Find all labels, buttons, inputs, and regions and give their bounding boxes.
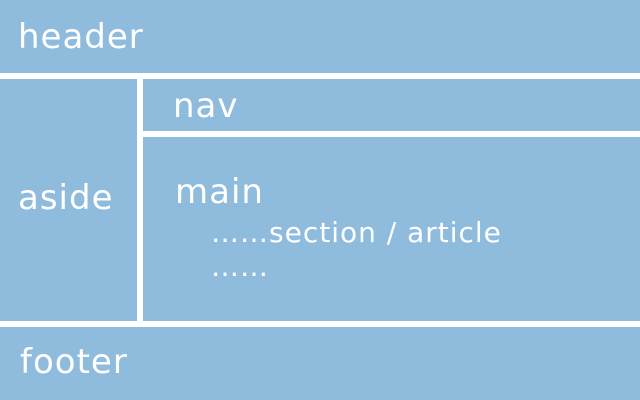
aside-label: aside [18,178,114,218]
footer-region: footer [0,327,640,400]
header-region: header [0,0,640,73]
footer-label: footer [20,342,128,382]
header-label: header [18,17,144,57]
main-sub-line-ellipsis: …… [211,250,269,283]
nav-region: nav [143,79,640,131]
main-region: main ……section / article …… [143,137,640,321]
nav-label: nav [173,86,239,126]
aside-region: aside [0,79,137,321]
main-sub-line-section-article: ……section / article [211,216,502,249]
main-label: main [175,172,264,212]
